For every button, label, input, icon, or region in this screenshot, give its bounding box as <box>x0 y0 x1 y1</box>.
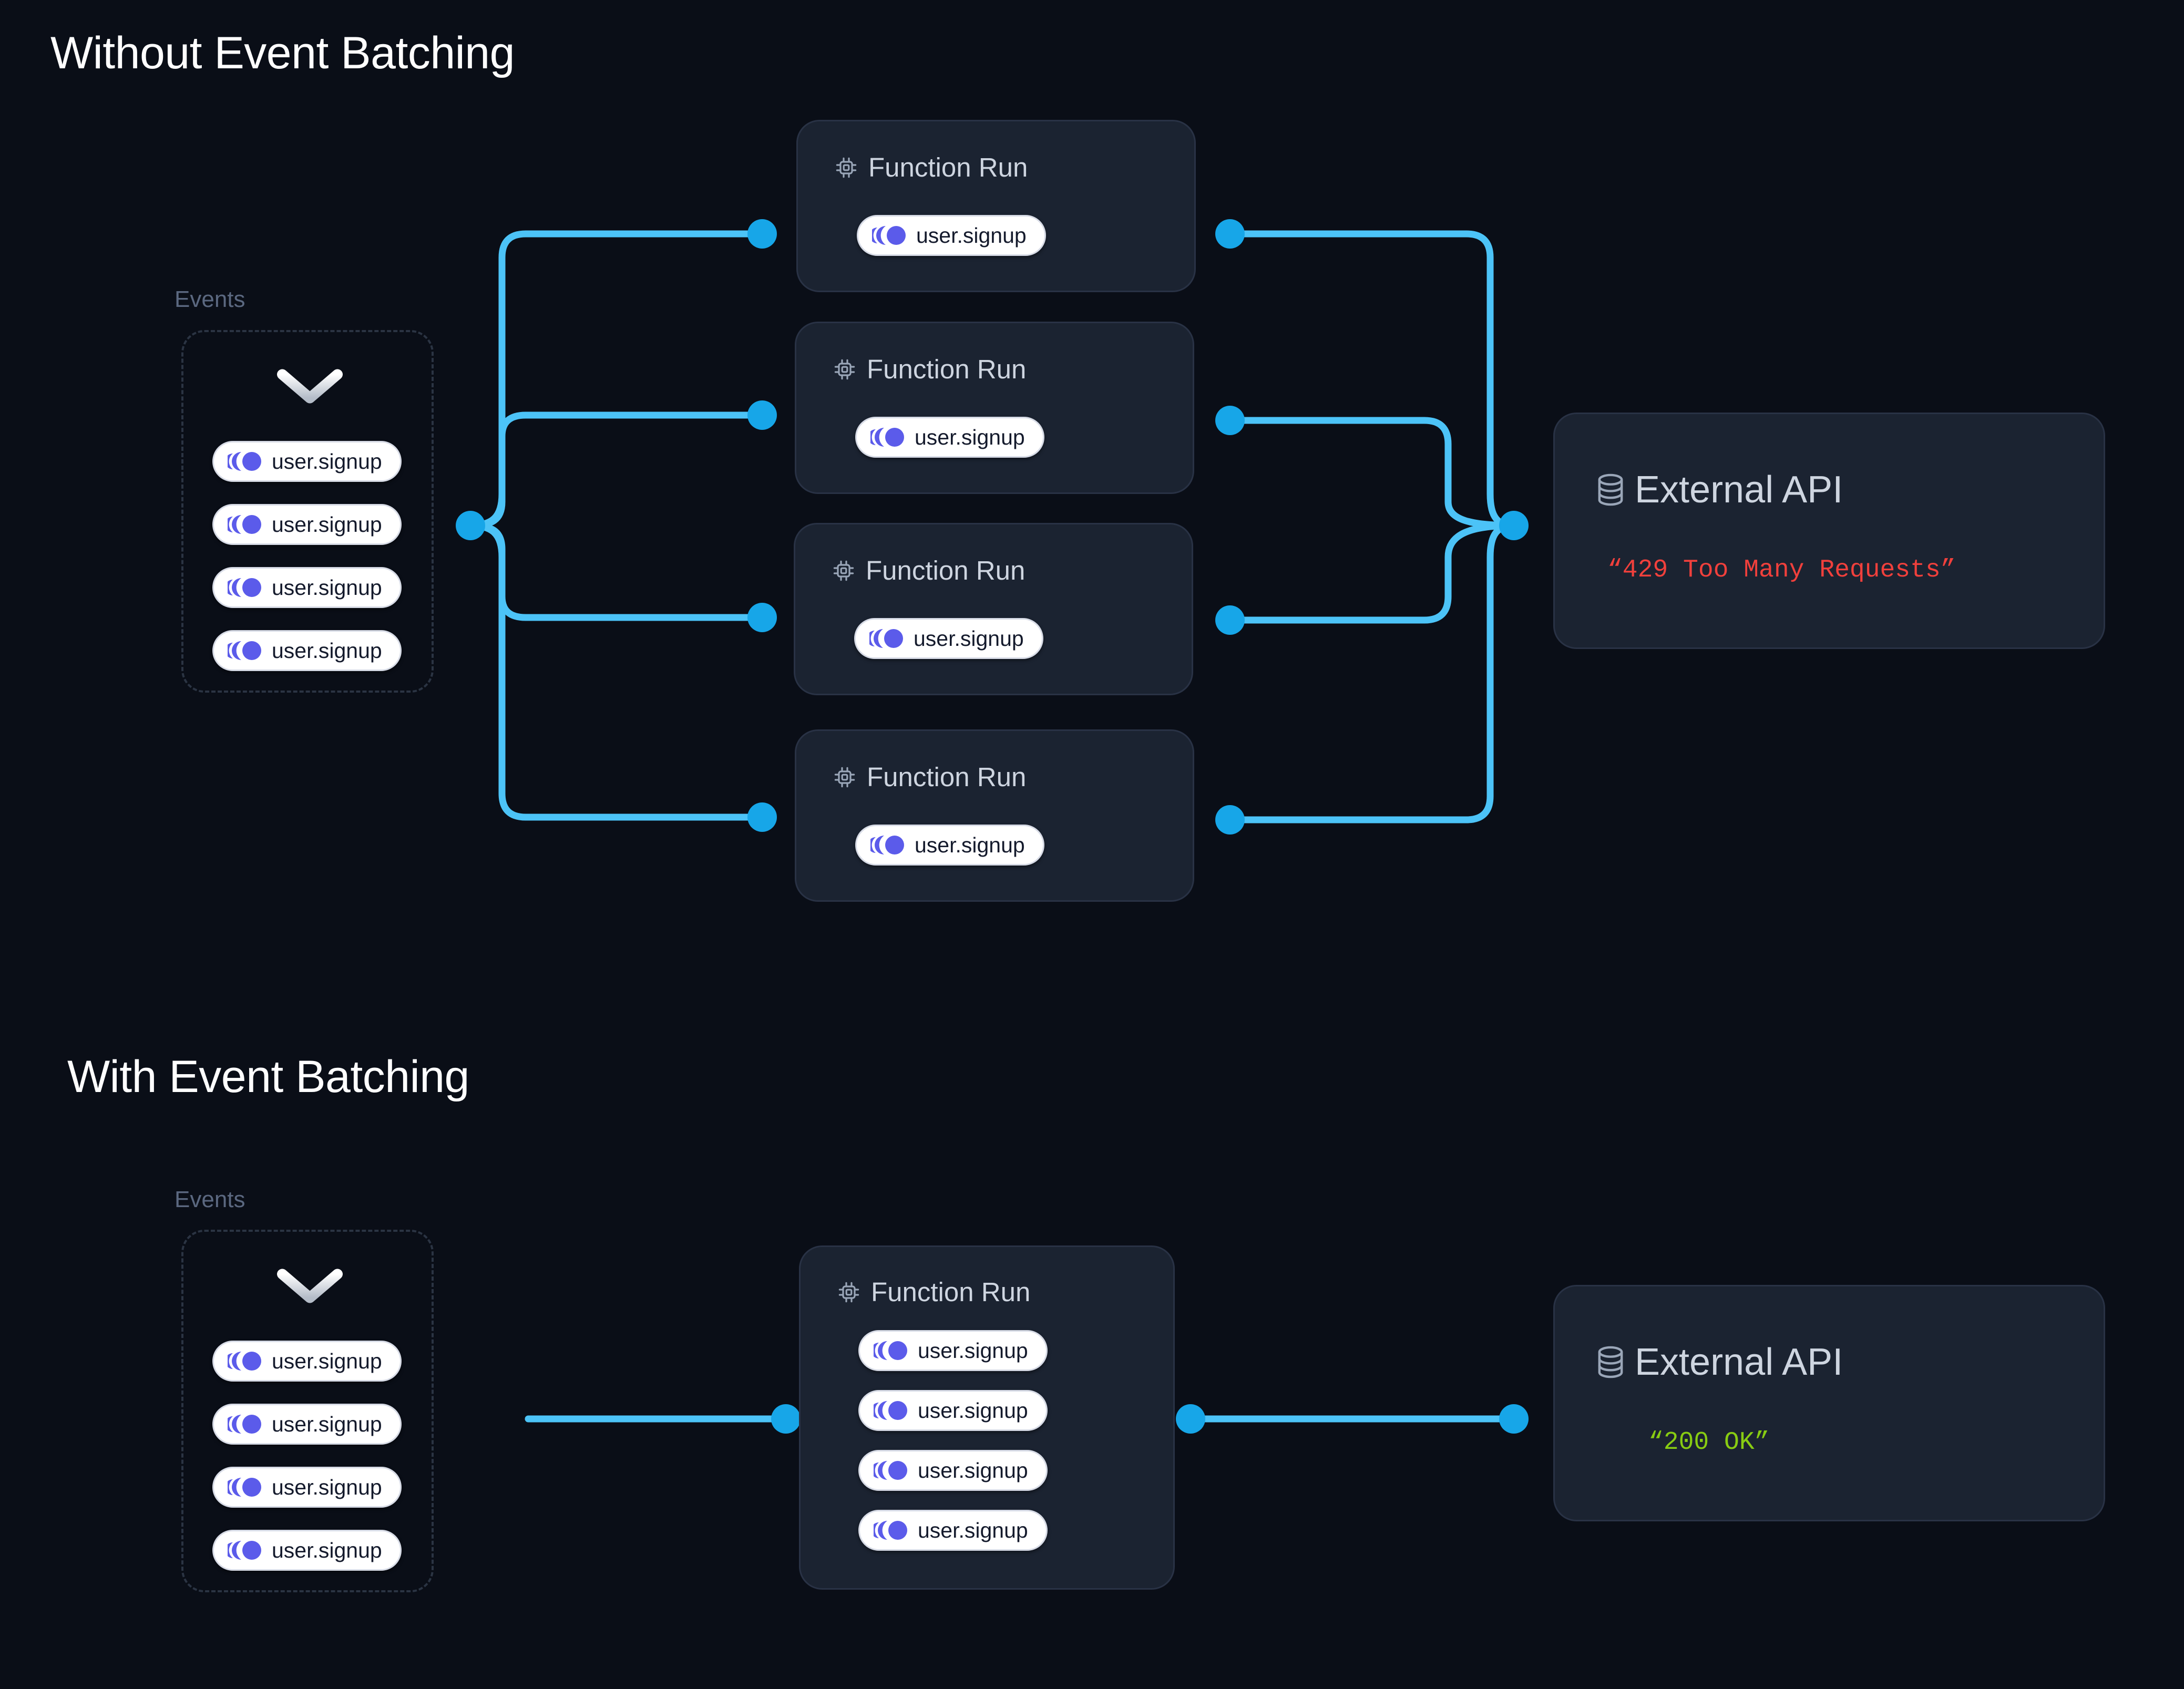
function-run-title: Function Run <box>868 152 1028 182</box>
event-pill-label: user.signup <box>272 575 382 600</box>
event-pill-label: user.signup <box>272 1348 382 1373</box>
external-api-card[interactable]: External API “429 Too Many Requests” <box>1553 413 2105 649</box>
events-caption-bottom: Events <box>175 1187 245 1212</box>
event-pill[interactable]: user.signup <box>212 1467 402 1508</box>
chevron-down-icon <box>277 1269 343 1303</box>
event-icon <box>874 1461 907 1480</box>
event-pill-label: user.signup <box>272 1538 382 1562</box>
event-icon <box>228 1352 261 1371</box>
event-icon <box>870 428 904 447</box>
event-icon <box>228 452 261 471</box>
event-icon <box>228 641 261 660</box>
event-pill[interactable]: user.signup <box>854 618 1043 659</box>
function-run-card[interactable]: Function Run user.signup <box>795 729 1194 902</box>
event-pill-label: user.signup <box>914 626 1024 651</box>
event-pill-label: user.signup <box>272 1475 382 1499</box>
event-pill[interactable]: user.signup <box>212 1530 402 1571</box>
event-pill[interactable]: user.signup <box>855 417 1044 458</box>
event-pill-label: user.signup <box>915 832 1025 857</box>
event-icon <box>228 1541 261 1560</box>
function-run-card[interactable]: Function Run user.signup <box>794 523 1193 695</box>
chip-icon <box>834 767 855 787</box>
section-title-with-batching: With Event Batching <box>67 1052 469 1102</box>
function-run-title: Function Run <box>871 1277 1031 1307</box>
external-api-card[interactable]: External API “200 OK” <box>1553 1285 2105 1521</box>
section-title-without-batching: Without Event Batching <box>50 28 515 78</box>
chip-icon <box>836 157 857 178</box>
event-pill-label: user.signup <box>272 512 382 537</box>
event-pill[interactable]: user.signup <box>858 1330 1048 1371</box>
events-caption-top: Events <box>175 286 245 312</box>
database-icon <box>1598 473 1623 506</box>
event-pill[interactable]: user.signup <box>212 504 402 545</box>
event-pill-label: user.signup <box>915 425 1025 449</box>
event-icon <box>228 515 261 534</box>
event-icon <box>869 629 903 648</box>
event-pill[interactable]: user.signup <box>855 825 1044 866</box>
function-run-header: Function Run <box>834 154 1028 181</box>
chevron-down-icon <box>277 369 343 404</box>
event-pill-label: user.signup <box>272 1412 382 1436</box>
event-pill[interactable]: user.signup <box>212 441 402 482</box>
chip-icon <box>833 560 854 581</box>
event-pill[interactable]: user.signup <box>212 630 402 671</box>
event-icon <box>874 1521 907 1540</box>
external-api-header: External API <box>1596 471 1843 509</box>
event-pill[interactable]: user.signup <box>212 567 402 608</box>
database-icon <box>1598 1346 1623 1378</box>
event-icon <box>228 578 261 597</box>
event-icon <box>872 226 906 245</box>
external-api-title: External API <box>1635 1341 1843 1383</box>
status-badge: “200 OK” <box>1648 1428 1770 1457</box>
event-pill-label: user.signup <box>918 1518 1028 1542</box>
event-pill[interactable]: user.signup <box>858 1390 1048 1431</box>
function-run-title: Function Run <box>867 354 1027 384</box>
event-icon <box>228 1415 261 1434</box>
function-run-title: Function Run <box>867 762 1027 792</box>
event-pill-label: user.signup <box>918 1338 1028 1363</box>
function-run-header: Function Run <box>836 1279 1030 1305</box>
event-pill-label: user.signup <box>918 1458 1028 1482</box>
function-run-header: Function Run <box>832 356 1026 383</box>
event-icon <box>874 1341 907 1360</box>
event-pill-label: user.signup <box>916 223 1027 248</box>
event-pill[interactable]: user.signup <box>858 1450 1048 1491</box>
event-pill-label: user.signup <box>272 449 382 473</box>
chip-icon <box>834 359 855 379</box>
event-icon <box>870 836 904 854</box>
external-api-header: External API <box>1596 1343 1843 1381</box>
function-run-header: Function Run <box>832 764 1026 790</box>
event-pill[interactable]: user.signup <box>212 1341 402 1382</box>
status-badge: “429 Too Many Requests” <box>1607 556 1956 584</box>
function-run-title: Function Run <box>866 555 1026 585</box>
event-pill-label: user.signup <box>272 638 382 663</box>
event-pill[interactable]: user.signup <box>212 1404 402 1445</box>
function-run-card-batched[interactable]: Function Run user.signup user.signup <box>799 1245 1175 1590</box>
function-run-card[interactable]: Function Run user.signup <box>796 120 1196 292</box>
chip-icon <box>838 1282 859 1302</box>
events-container-bottom: user.signup user.signup user.signup <box>181 1230 434 1592</box>
function-run-card[interactable]: Function Run user.signup <box>795 322 1194 494</box>
event-icon <box>228 1478 261 1497</box>
event-icon <box>874 1401 907 1420</box>
function-run-header: Function Run <box>831 557 1025 584</box>
event-pill[interactable]: user.signup <box>857 215 1046 256</box>
events-container-top: user.signup user.signup user.signup <box>181 330 434 693</box>
event-pill[interactable]: user.signup <box>858 1510 1048 1551</box>
event-pill-label: user.signup <box>918 1398 1028 1423</box>
external-api-title: External API <box>1635 469 1843 511</box>
